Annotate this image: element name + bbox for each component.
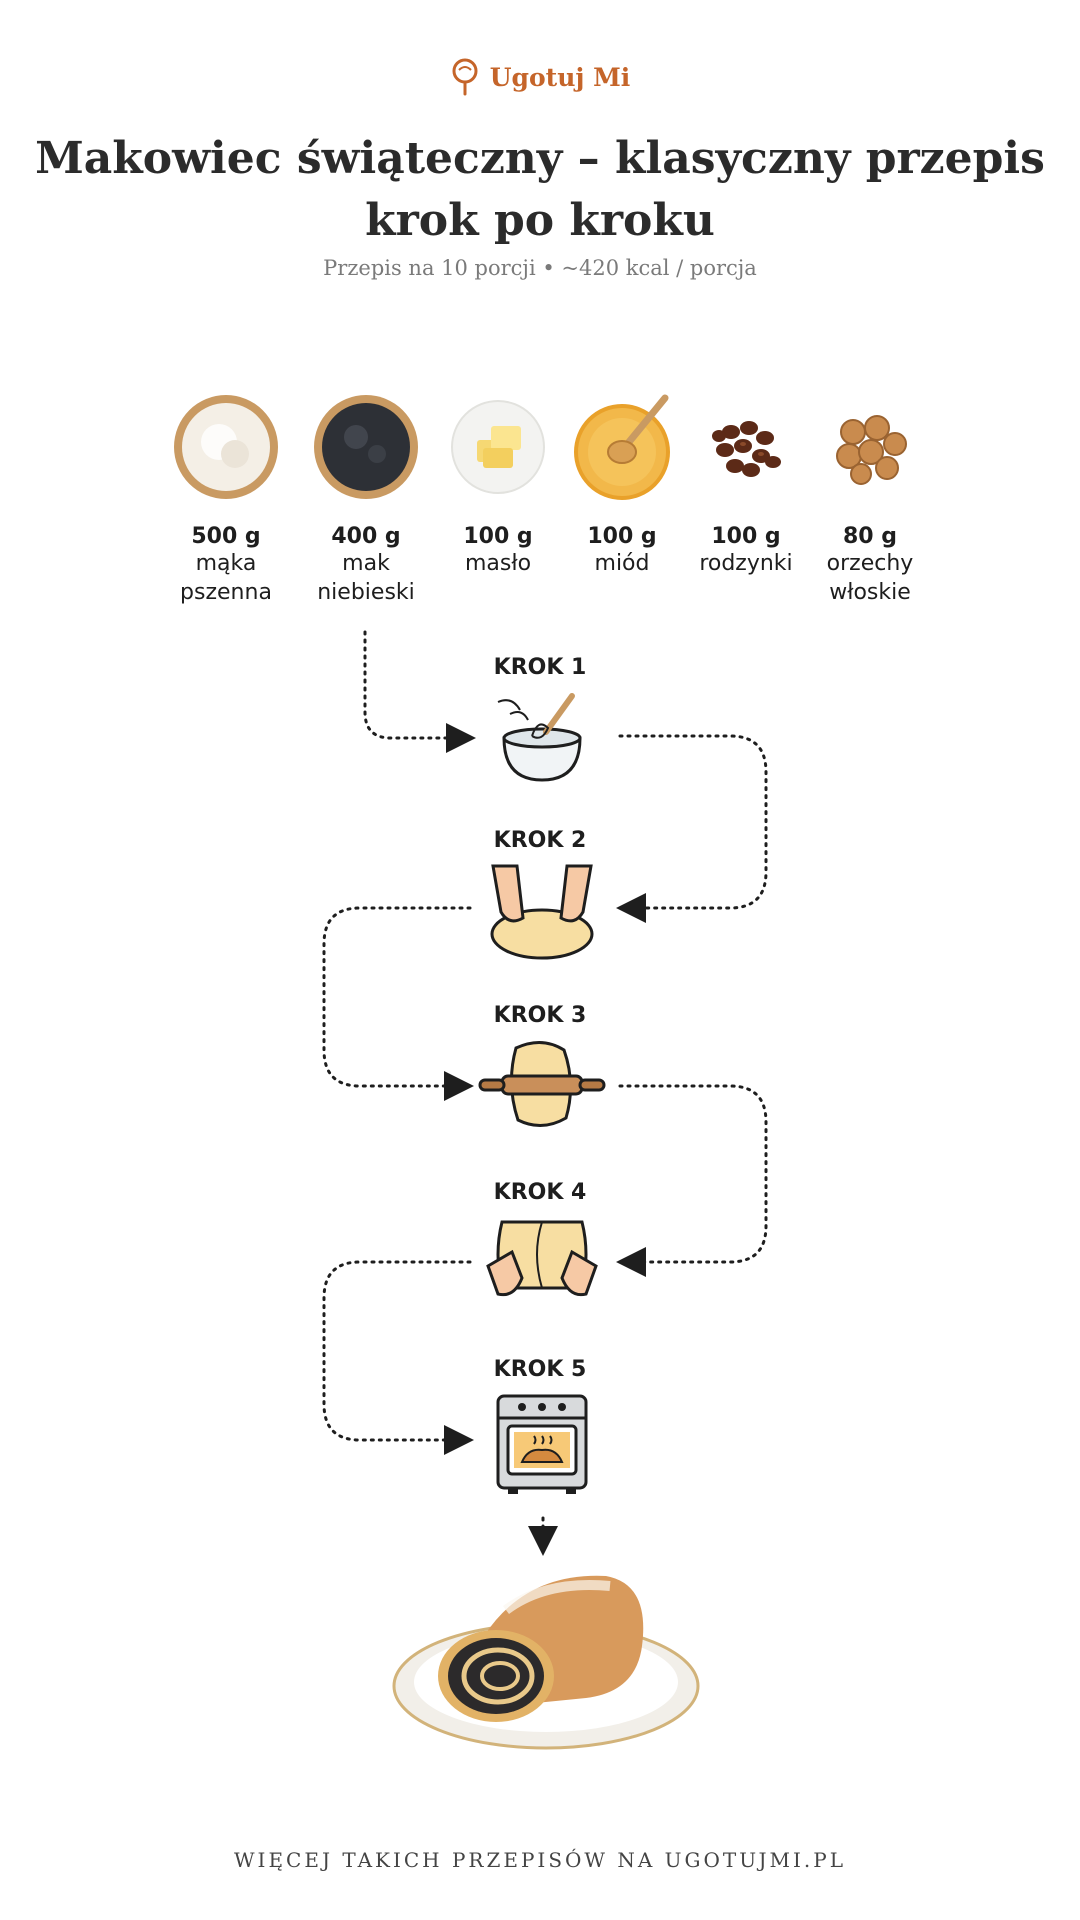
ingredient-honey: 100 g miód — [552, 392, 692, 578]
ingredient-name: rodzynki — [699, 551, 793, 576]
ingredient-amount: 500 g — [191, 524, 261, 549]
step-3-label: KROK 3 — [493, 1003, 587, 1028]
ingredient-amount: 100 g — [711, 524, 781, 549]
footer-link[interactable]: WIĘCEJ TAKICH PRZEPISÓW NA UGOTUJMI.PL — [233, 1848, 847, 1872]
connector-step1-step2 — [616, 734, 768, 923]
poppy-seed-bowl-icon — [314, 395, 418, 499]
step-1-label: KROK 1 — [493, 655, 587, 680]
page-subtitle: Przepis na 10 porcji • ~420 kcal / porcj… — [323, 256, 757, 280]
ingredient-name: orzechy włoskie — [826, 551, 914, 605]
mixing-bowl-whisk-icon — [497, 693, 582, 782]
ingredient-name: masło — [464, 551, 532, 576]
ingredient-walnuts: 80 g orzechy włoskie — [800, 392, 940, 607]
ingredient-amount: 100 g — [587, 524, 657, 549]
connector-step2-step3 — [322, 906, 474, 1101]
ingredient-amount: 100 g — [463, 524, 533, 549]
ingredient-raisins: 100 g rodzynki — [676, 392, 816, 578]
connector-ingredients-step1 — [363, 630, 476, 753]
ingredient-butter: 100 g masło — [428, 392, 568, 578]
ingredient-amount: 80 g — [842, 524, 898, 549]
ingredient-name: miód — [594, 551, 650, 576]
honey-icon — [574, 394, 670, 500]
connector-step4-step5 — [322, 1260, 474, 1455]
oven-icon — [496, 1394, 588, 1494]
raisins-icon — [712, 421, 781, 477]
connector-step3-step4 — [616, 1084, 768, 1277]
step-5-label: KROK 5 — [493, 1357, 587, 1382]
butter-icon — [451, 400, 545, 494]
ingredient-name: mak niebieski — [317, 551, 415, 605]
ingredient-flour: 500 g mąka pszenna — [156, 392, 296, 607]
pin-icon — [452, 58, 478, 96]
brand-name: Ugotuj Mi — [489, 62, 631, 92]
brand-logo: Ugotuj Mi — [0, 58, 1080, 96]
kneading-hands-icon — [490, 864, 594, 960]
walnuts-icon — [836, 415, 907, 485]
step-4-label: KROK 4 — [493, 1180, 587, 1205]
ingredient-name: mąka pszenna — [180, 551, 272, 605]
page-title: Makowiec świąteczny – klasyczny przepis … — [35, 133, 1045, 246]
rolling-pin-icon — [478, 1041, 606, 1127]
rolling-dough-hands-icon — [486, 1220, 598, 1297]
ingredient-poppy: 400 g mak niebieski — [296, 392, 436, 607]
ingredient-amount: 400 g — [331, 524, 401, 549]
step-2-label: KROK 2 — [493, 828, 587, 853]
poppy-seed-roll-icon — [392, 1575, 700, 1750]
flour-bowl-icon — [174, 395, 278, 499]
